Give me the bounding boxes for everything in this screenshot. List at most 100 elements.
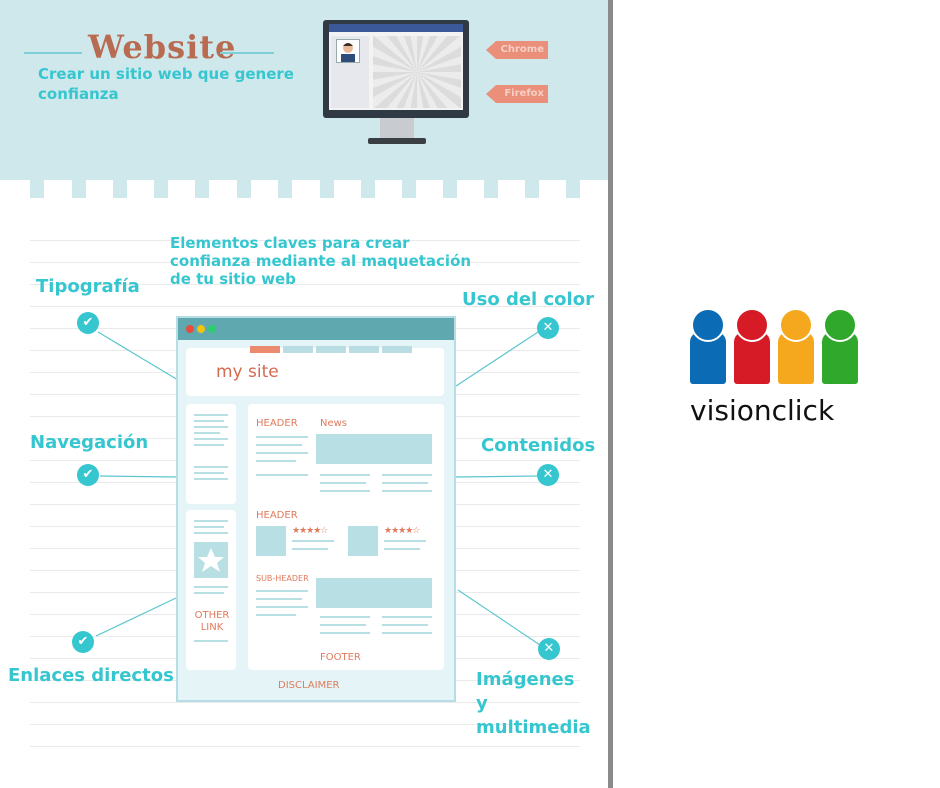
close-icon: ✕ xyxy=(538,638,560,660)
nav-item xyxy=(382,346,412,353)
monitor-screen xyxy=(329,24,463,110)
logo-person-head xyxy=(823,308,857,342)
logo-person-blue xyxy=(690,308,726,384)
browser-bar xyxy=(329,24,463,32)
text-line xyxy=(256,436,308,438)
monitor-base xyxy=(368,138,426,144)
visionclick-logo: visionclick xyxy=(690,308,860,428)
notebook-tab xyxy=(30,180,44,198)
nav-item xyxy=(316,346,346,353)
logo-person-red xyxy=(734,308,770,384)
site-wireframe: my site OTHER LINK HEADER xyxy=(176,316,456,702)
notebook-tab xyxy=(237,180,251,198)
rating-stars: ★★★★☆ xyxy=(384,526,420,536)
text-line xyxy=(194,420,224,422)
label-contenidos: Contenidos xyxy=(481,435,596,456)
nav-item-active xyxy=(250,346,280,353)
website-title: Website xyxy=(88,28,237,66)
text-line xyxy=(292,548,328,550)
text-line xyxy=(256,474,308,476)
check-icon: ✔ xyxy=(77,464,99,486)
content-box: HEADER News HEADER ★★★★☆ ★★★★☆ SUB-HEADE… xyxy=(248,404,444,670)
notebook-tab xyxy=(278,180,292,198)
notebook-tab xyxy=(484,180,498,198)
text-line xyxy=(256,444,302,446)
ruled-line xyxy=(30,262,580,263)
nav-item xyxy=(283,346,313,353)
text-line xyxy=(194,592,224,594)
text-line xyxy=(194,586,228,588)
window-dot-green xyxy=(208,325,216,333)
close-icon: ✕ xyxy=(537,317,559,339)
content-image xyxy=(316,578,432,608)
logo-person-head xyxy=(691,308,725,342)
text-line xyxy=(382,632,432,634)
connector-lines xyxy=(95,331,541,646)
subheader-text: SUB-HEADER xyxy=(256,574,309,583)
ruled-line xyxy=(30,240,580,241)
notebook-tab xyxy=(525,180,539,198)
header-text-1: HEADER xyxy=(256,418,298,429)
text-line xyxy=(382,624,428,626)
ruled-line xyxy=(30,284,580,285)
notebook-tab xyxy=(195,180,209,198)
product-image xyxy=(348,526,378,556)
label-uso-color: Uso del color xyxy=(462,289,594,310)
text-line xyxy=(384,540,426,542)
notebook-tab xyxy=(402,180,416,198)
disclaimer-text: DISCLAIMER xyxy=(278,680,340,691)
text-line xyxy=(256,452,308,454)
browser-titlebar xyxy=(178,318,454,340)
ruled-line xyxy=(30,702,580,703)
sidebar-box xyxy=(186,404,236,504)
text-line xyxy=(194,640,228,642)
notebook-tab xyxy=(443,180,457,198)
product-image xyxy=(256,526,286,556)
firefox-tag: Firefox xyxy=(486,85,548,103)
text-line xyxy=(320,474,370,476)
ruled-line xyxy=(30,746,580,747)
vertical-divider xyxy=(608,0,613,788)
news-image xyxy=(316,434,432,464)
text-line xyxy=(256,614,296,616)
text-line xyxy=(194,466,228,468)
label-imagenes-multimedia: Imágenes y multimedia xyxy=(476,669,591,738)
text-line xyxy=(194,532,228,534)
text-line xyxy=(382,474,432,476)
text-line xyxy=(256,590,308,592)
monitor-illustration xyxy=(323,20,469,118)
text-line xyxy=(320,632,370,634)
ruled-line xyxy=(30,306,580,307)
text-line xyxy=(194,444,224,446)
label-navegacion: Navegación xyxy=(30,432,149,453)
text-line xyxy=(194,414,228,416)
text-line xyxy=(194,438,228,440)
other-link-text: OTHER LINK xyxy=(194,610,230,633)
header-text-2: HEADER xyxy=(256,510,298,521)
notebook-tab xyxy=(320,180,334,198)
title-rule-left xyxy=(24,52,82,54)
label-tipografia: Tipografía xyxy=(36,276,140,297)
window-dot-red xyxy=(186,325,194,333)
text-line xyxy=(320,490,370,492)
avatar xyxy=(336,39,360,63)
monitor-stand xyxy=(380,118,414,138)
chrome-tag: Chrome xyxy=(486,41,548,59)
text-line xyxy=(256,606,308,608)
text-line xyxy=(256,598,302,600)
text-line xyxy=(320,624,366,626)
text-line xyxy=(194,520,228,522)
text-line xyxy=(194,472,224,474)
footer-text: FOOTER xyxy=(320,652,361,663)
star-image xyxy=(194,542,228,578)
text-line xyxy=(194,526,224,528)
text-line xyxy=(194,426,228,428)
check-icon: ✔ xyxy=(72,631,94,653)
title-rule-right xyxy=(220,52,274,54)
notebook-tab xyxy=(154,180,168,198)
close-icon: ✕ xyxy=(537,464,559,486)
notebook-tab xyxy=(566,180,580,198)
notebook-tab xyxy=(361,180,375,198)
logo-person-green xyxy=(822,308,858,384)
logo-person-head xyxy=(735,308,769,342)
